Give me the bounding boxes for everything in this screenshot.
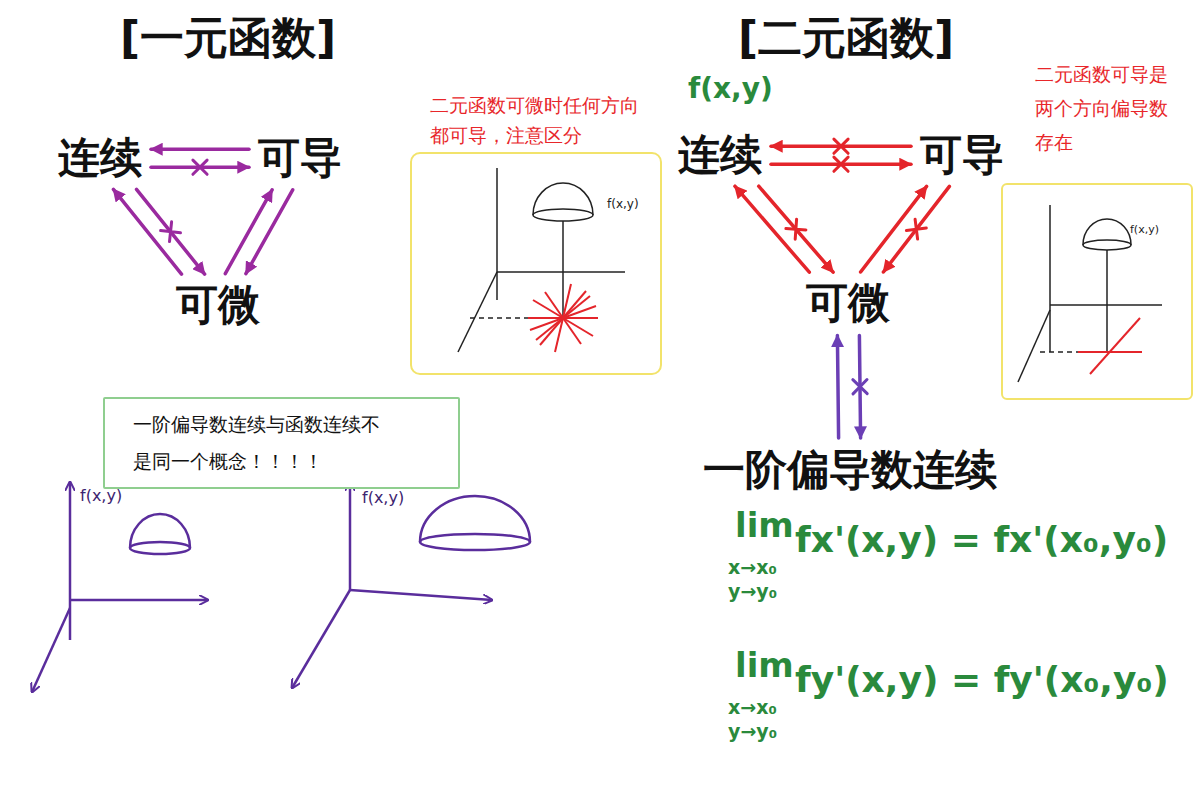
- note-panel: 二元函数可微时任何方向都可导，注意区分f(x,y): [410, 152, 662, 375]
- negation-cross: [834, 139, 848, 153]
- note-panel: 二元函数可导是两个方向偏导数存在f(x,y): [1001, 183, 1193, 400]
- concept-text: 连续: [58, 133, 142, 183]
- concept-node: 可导: [916, 128, 1008, 182]
- text-holder: f(x,y): [1130, 223, 1159, 236]
- z-axis: [496, 168, 498, 300]
- implication-arrow: [137, 189, 205, 274]
- limit-subscript: y→y₀: [728, 720, 777, 743]
- y-axis: [497, 271, 625, 273]
- negation-cross: [853, 380, 867, 394]
- warning-text: 一阶偏导数连续与函数连续不是同一个概念！！！！: [133, 406, 386, 480]
- text-holder: 二元函数可导是两个方向偏导数存在: [1035, 57, 1172, 159]
- formula: fx'(x,y) = fx'(x₀,y₀): [795, 518, 1168, 561]
- axis-label: f(x,y): [1130, 223, 1159, 236]
- formula: fy'(x,y) = fy'(x₀,y₀): [795, 658, 1169, 701]
- y-axis: [70, 599, 208, 602]
- concept-node: 可导: [254, 131, 346, 185]
- negation-cross: [834, 157, 848, 171]
- projection-line: [1106, 250, 1108, 352]
- concept-text: 可导: [258, 133, 342, 183]
- text-holder: 二元函数可微时任何方向都可导，注意区分: [430, 90, 643, 150]
- concept-node: 可微: [802, 276, 894, 330]
- warning-box: 一阶偏导数连续与函数连续不是同一个概念！！！！: [103, 397, 460, 489]
- projection-line: [562, 221, 564, 318]
- section-heading: [一元函数]: [120, 12, 336, 65]
- axis-label: f(x,y): [607, 197, 639, 211]
- concept-text: 可微: [806, 278, 890, 328]
- concept-node: 连续: [674, 128, 766, 182]
- z-axis: [1049, 205, 1051, 352]
- concept-node: 连续: [54, 131, 146, 185]
- concept-text: 可导: [920, 130, 1004, 180]
- direction-line: [536, 296, 590, 340]
- axis-label: f(x,y): [362, 488, 404, 507]
- surface-base: [533, 209, 593, 221]
- concept-text: 连续: [678, 130, 762, 180]
- negation-cross: [906, 219, 926, 239]
- negation-cross: [786, 219, 806, 239]
- axis-label: f(x,y): [80, 486, 122, 505]
- limit-subscript: y→y₀: [728, 580, 777, 603]
- surface-base: [130, 542, 190, 554]
- direction-line: [1090, 318, 1140, 374]
- limit-operator: lim: [735, 505, 794, 546]
- limit-subscript: x→x₀: [728, 556, 777, 579]
- x-axis: [458, 272, 497, 352]
- implication-arrow: [225, 190, 272, 274]
- z-axis: [69, 482, 72, 640]
- concept-text: 可微: [176, 280, 260, 330]
- note-text: 二元函数可导是两个方向偏导数存在: [1035, 57, 1172, 159]
- surface-base: [420, 534, 530, 550]
- y-axis: [1050, 304, 1162, 306]
- limit-subscript: x→x₀: [728, 696, 777, 719]
- note-text: 二元函数可微时任何方向都可导，注意区分: [430, 90, 643, 150]
- concept-node: 一阶偏导数连续: [699, 443, 1001, 497]
- x-axis: [1018, 310, 1050, 382]
- text-holder: 一阶偏导数连续与函数连续不是同一个概念！！！！: [133, 406, 386, 480]
- limit-operator: lim: [735, 645, 794, 686]
- section-heading: [二元函数]: [738, 12, 954, 65]
- implication-arrow: [837, 335, 838, 438]
- x-axis: [292, 590, 350, 688]
- concept-node: 可微: [172, 278, 264, 332]
- concept-text: 一阶偏导数连续: [703, 445, 997, 495]
- x-axis: [32, 608, 70, 692]
- implication-arrow: [759, 186, 833, 272]
- surface-base: [1083, 240, 1131, 250]
- implication-arrow: [151, 147, 249, 151]
- negation-cross: [161, 222, 181, 242]
- z-axis: [349, 482, 352, 590]
- implication-arrow: [246, 190, 293, 274]
- negation-cross: [193, 160, 207, 174]
- y-axis: [350, 590, 492, 600]
- implication-arrow: [883, 186, 949, 272]
- function-label: f(x,y): [688, 72, 773, 106]
- text-holder: f(x,y): [607, 197, 639, 211]
